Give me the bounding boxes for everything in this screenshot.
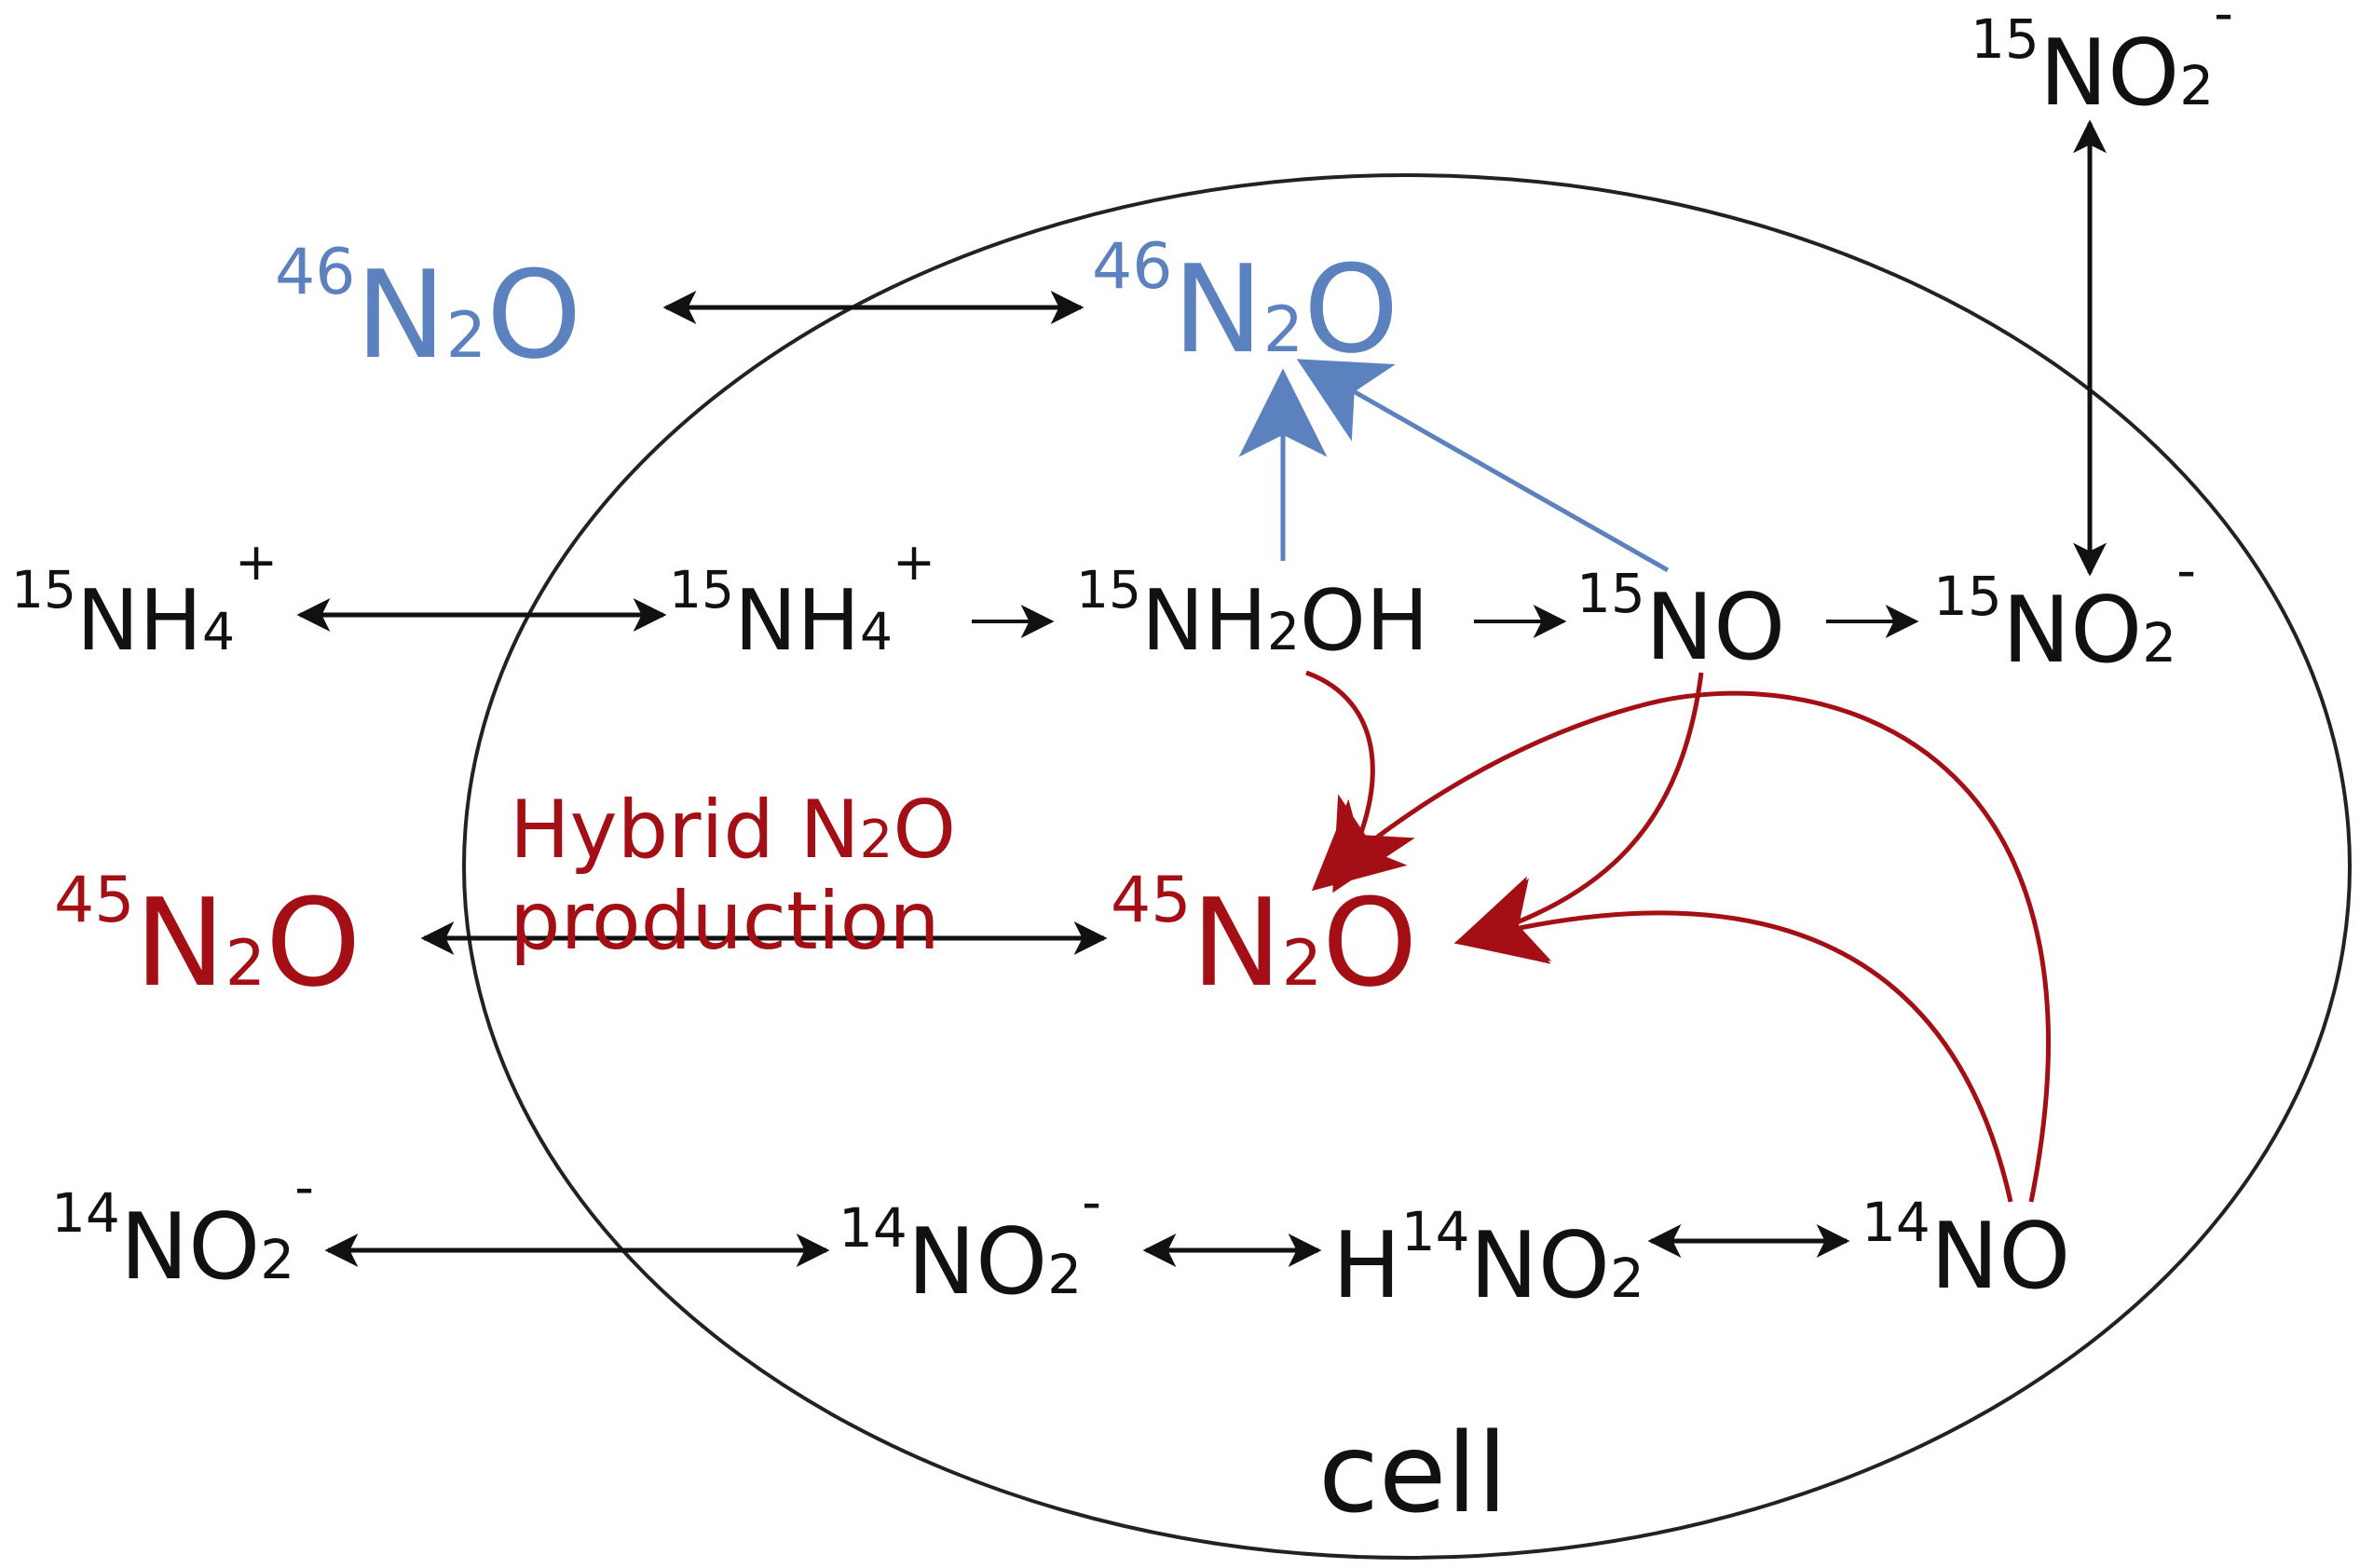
nitrite-symbol: NO <box>907 1209 1047 1316</box>
mass-45-sup: 45 <box>54 864 135 937</box>
n2o46-outside-label: 46N2O <box>275 236 581 386</box>
charge-plus: + <box>235 532 278 592</box>
nitrogen-symbol: N <box>356 244 446 386</box>
no2-15-inside-label: 15NO2- <box>1933 539 2196 684</box>
mass-15-sup: 15 <box>1576 562 1645 625</box>
subscript-2: 2 <box>2142 611 2176 675</box>
no14-label: 14NO <box>1862 1191 2070 1310</box>
cell-label: cell <box>1318 1409 1507 1537</box>
ammonium-symbol: NH <box>76 572 202 670</box>
subscript-2: 2 <box>1282 927 1322 1001</box>
charge-plus: + <box>893 532 935 592</box>
hydrogen-symbol: H <box>1332 1213 1401 1319</box>
mass-14-sup: 14 <box>1862 1191 1930 1254</box>
cell-boundary <box>462 173 2352 1560</box>
nh4-outside-label: 15NH4+ <box>11 532 278 670</box>
subscript-2: 2 <box>446 299 486 373</box>
mass-15-sup: 15 <box>11 560 76 620</box>
arrow-no14-arc-to-n2o45 <box>1311 690 2051 1203</box>
no2-14-outside-label: 14NO2- <box>51 1155 314 1301</box>
mass-45-sup: 45 <box>1111 864 1192 937</box>
nitrogen-symbol: N <box>1173 239 1263 380</box>
nh2oh-label: 15NH2OH <box>1076 560 1429 670</box>
subscript-2: 2 <box>1267 602 1300 661</box>
n2o45-outside-label: 45N2O <box>54 864 361 1014</box>
charge-minus: - <box>294 1155 314 1219</box>
charge-minus: - <box>1082 1170 1101 1234</box>
nitric-oxide-symbol: NO <box>1930 1204 2070 1310</box>
mass-14-sup: 14 <box>51 1181 120 1245</box>
nh4-inside-label: 15NH4+ <box>669 532 935 670</box>
subscript-4: 4 <box>202 602 235 661</box>
mass-15-sup: 15 <box>1076 560 1141 620</box>
arrow-nh2oh-to-n2o45 <box>1305 670 1415 893</box>
no15-label: 15NO <box>1576 562 1785 681</box>
mass-14-sup: 14 <box>839 1196 907 1260</box>
subscript-2: 2 <box>225 927 266 1001</box>
nitrous-acid-symbol: NO <box>1470 1213 1610 1319</box>
nitric-oxide-symbol: NO <box>1645 575 1785 681</box>
n2o45-inside-label: 45N2O <box>1111 864 1417 1014</box>
nitrite-symbol: NO <box>2039 20 2179 127</box>
subscript-2: 2 <box>2179 54 2214 117</box>
ammonium-symbol: NH <box>734 572 860 670</box>
hydroxylamine-symbol: NH <box>1141 572 1267 670</box>
oxygen-symbol: O <box>1322 872 1417 1014</box>
charge-minus: - <box>2176 539 2196 602</box>
arrow-no15-to-n2o45 <box>1453 672 1704 961</box>
subscript-4: 4 <box>860 602 893 661</box>
hybrid-label-line2: production <box>510 875 940 968</box>
subscript-2: 2 <box>1610 1247 1644 1310</box>
hybrid-text: Hybrid N <box>510 784 860 877</box>
mass-15-sup: 15 <box>1971 7 2039 71</box>
hydroxyl-group: OH <box>1300 572 1429 670</box>
n2o46-inside-label: 46N2O <box>1092 230 1398 380</box>
oxygen-symbol: O <box>893 784 956 877</box>
nitrite-symbol: NO <box>2002 578 2142 684</box>
mass-46-sup: 46 <box>275 236 356 309</box>
oxygen-symbol: O <box>266 872 361 1014</box>
subscript-2: 2 <box>1263 293 1303 367</box>
mass-15-sup: 15 <box>1933 565 2002 628</box>
mass-14-sup: 14 <box>1401 1200 1470 1263</box>
arrow-no-to-n2o46 <box>1296 359 1670 573</box>
oxygen-symbol: O <box>486 244 581 386</box>
mass-46-sup: 46 <box>1092 230 1173 304</box>
hno2-label: H14NO2 <box>1332 1200 1644 1319</box>
nitrogen-symbol: N <box>135 872 225 1014</box>
no2-14-inside-label: 14NO2- <box>839 1170 1101 1316</box>
subscript-2: 2 <box>860 810 894 870</box>
subscript-2: 2 <box>260 1228 294 1291</box>
arrow-no14-to-n2o45 <box>1453 878 2013 1203</box>
nitrite-symbol: NO <box>120 1194 260 1301</box>
subscript-2: 2 <box>1047 1243 1082 1306</box>
oxygen-symbol: O <box>1303 239 1398 380</box>
nitrogen-symbol: N <box>1192 872 1282 1014</box>
hybrid-label-line1: Hybrid N2O <box>510 784 956 877</box>
charge-minus: - <box>2214 0 2233 45</box>
no2-15-top-label: 15NO2- <box>1971 0 2233 127</box>
mass-15-sup: 15 <box>669 560 734 620</box>
